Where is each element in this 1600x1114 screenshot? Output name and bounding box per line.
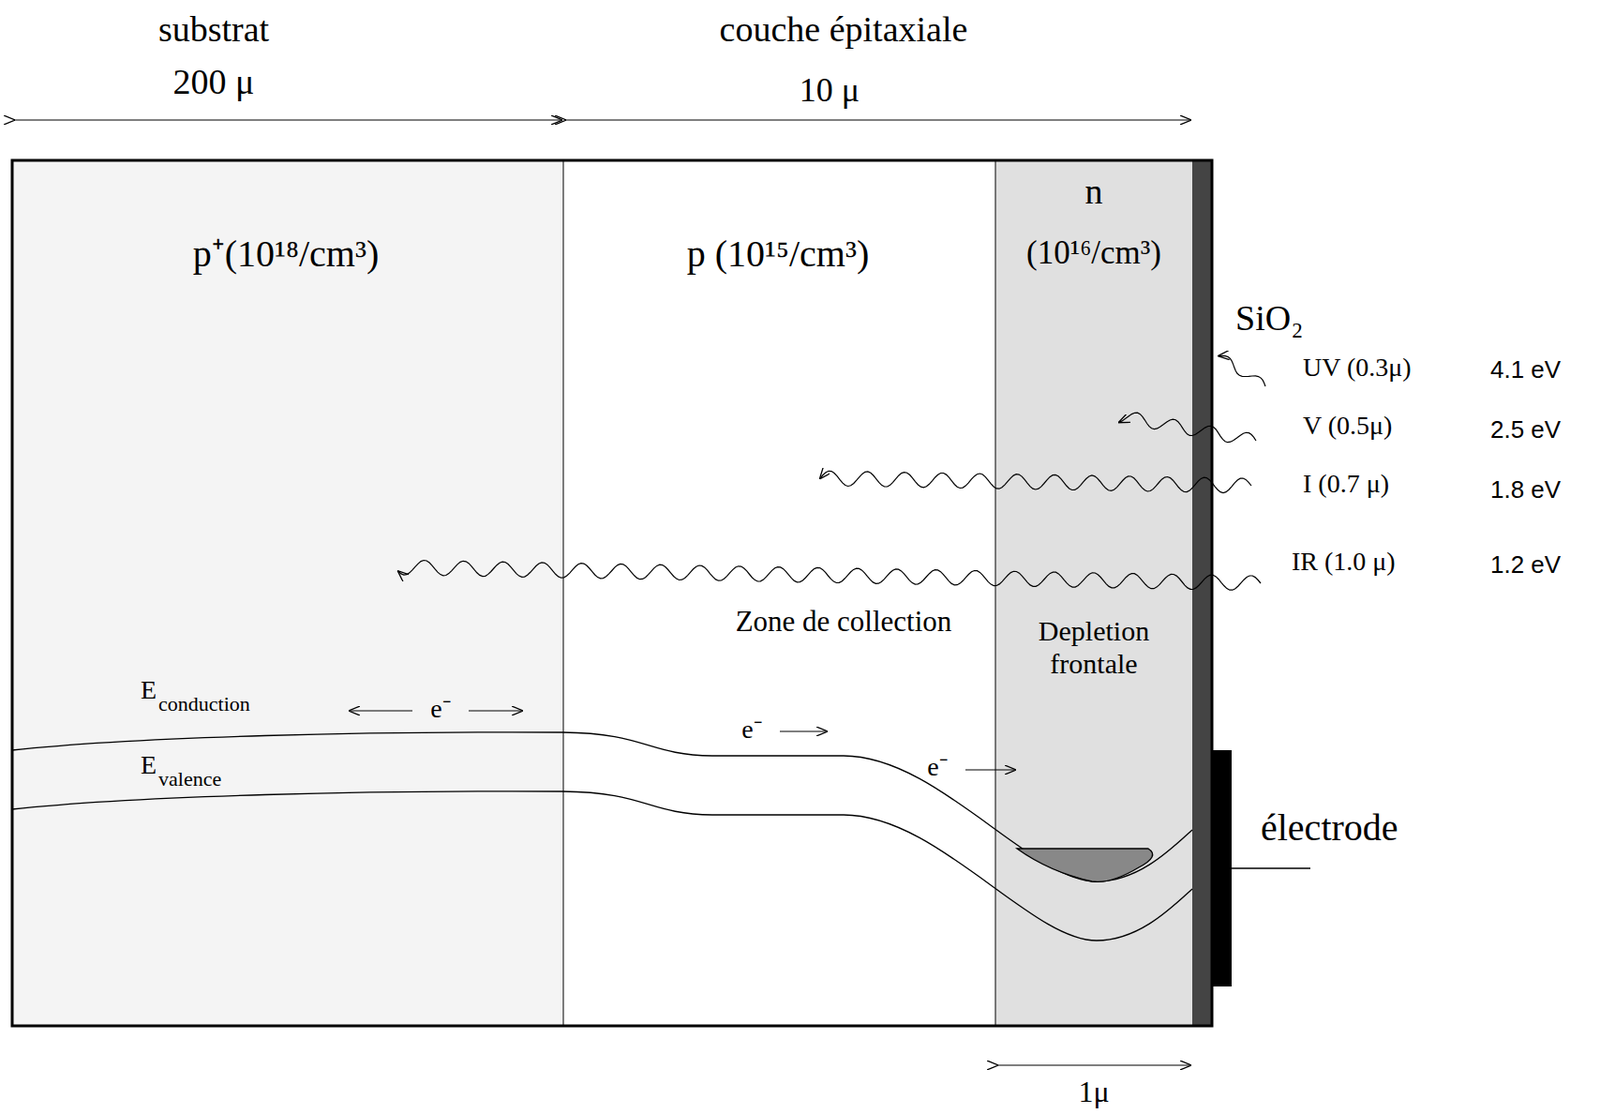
light-waves — [398, 355, 1266, 590]
substrate-region: p⁺(10¹⁸/cm³) — [12, 160, 564, 1026]
energy-label: 2.5 eV — [1490, 416, 1561, 445]
energy-label: 1.8 eV — [1490, 476, 1561, 505]
band-label: E — [140, 749, 157, 780]
n-fill — [995, 160, 1193, 1026]
outer-border — [12, 160, 1212, 1026]
light-wave — [820, 470, 1252, 493]
region-label: SiO₂ — [1235, 298, 1303, 340]
band-diagram — [12, 732, 1193, 941]
epitaxial-region: p (10¹⁵/cm³) Zone de collection — [563, 160, 996, 1026]
region-label: p⁺(10¹⁸/cm³) — [193, 232, 380, 276]
wavelength-label: I (0.7 μ) — [1302, 468, 1390, 499]
wavelength-label: UV (0.3μ) — [1302, 352, 1412, 383]
dimension: 1μ — [1077, 1074, 1109, 1109]
energy-label: 4.1 eV — [1490, 356, 1561, 385]
boundary-line — [995, 160, 997, 1026]
epi-fill — [563, 160, 996, 1026]
region-label: électrode — [1260, 806, 1399, 850]
dimension: 10 μ — [799, 71, 860, 110]
light-wave — [398, 560, 1261, 591]
section-title: couche épitaxiale — [719, 9, 969, 51]
oxide-fill — [1192, 160, 1212, 1026]
oxide-layer: SiO₂ — [1192, 160, 1212, 1026]
electron-label: e⁻ — [430, 693, 450, 724]
region-label: Zone de collection — [735, 604, 953, 639]
electrode: électrode — [1211, 749, 1232, 987]
electrode-fill — [1211, 749, 1232, 987]
region-label: p (10¹⁵/cm³) — [687, 232, 870, 276]
energy-label: 1.2 eV — [1490, 551, 1561, 580]
region-label: (10¹⁶/cm³) — [1026, 234, 1162, 272]
light-wave — [1119, 412, 1257, 443]
section-title: substrat — [158, 9, 270, 51]
wavelength-label: V (0.5μ) — [1302, 410, 1392, 441]
region-label: Depletion frontale — [1004, 614, 1183, 680]
band-label-subscript: valence — [158, 766, 222, 791]
region-label: n — [1085, 171, 1104, 213]
electron-label: e⁻ — [741, 714, 762, 745]
substrate-fill — [12, 160, 564, 1026]
wavelength-label: IR (1.0 μ) — [1291, 546, 1396, 577]
electrode-wire — [1231, 867, 1311, 868]
dimension: 200 μ — [173, 61, 255, 104]
boundary-line — [563, 160, 565, 1026]
band-label: E — [140, 674, 157, 705]
band-label-subscript: conduction — [158, 691, 251, 716]
light-wave — [1218, 355, 1266, 387]
n-region: n (10¹⁶/cm³) Depletion frontale — [995, 160, 1193, 1026]
electron-label: e⁻ — [927, 751, 947, 782]
dimension-arrows — [14, 119, 1191, 1065]
